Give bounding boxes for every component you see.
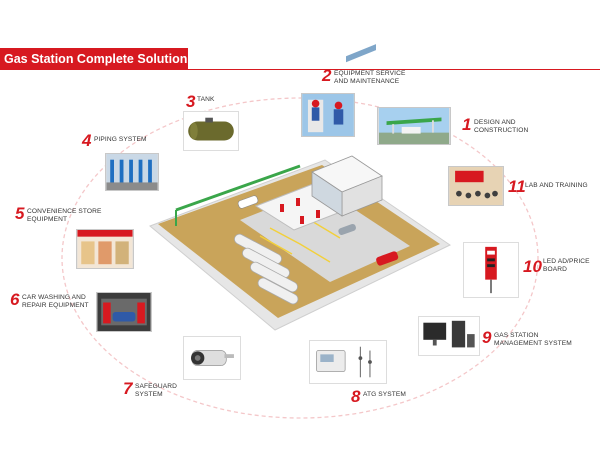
item-number-4: 4 (82, 131, 92, 150)
fuel-dispensers (280, 198, 320, 224)
atg-system-image (309, 340, 387, 384)
item-number-2: 2 (322, 66, 332, 85)
equipment-service-image (301, 93, 355, 137)
item-number-8: 8 (351, 387, 361, 406)
safeguard-camera-image (183, 336, 241, 380)
page-title: Gas Station Complete Solution (4, 52, 188, 66)
item-label-led-board: LED AD/PRICE BOARD (543, 258, 590, 273)
car-red (376, 251, 399, 266)
lab-training-image (448, 166, 504, 206)
item-label-atg-system: ATG SYSTEM (363, 391, 407, 398)
station-building (311, 44, 383, 217)
led-price-board-image (463, 242, 519, 298)
item-number-1: 1 (462, 115, 472, 134)
item-label-convenience-store: CONVENIENCE STORE EQUIPMENT (27, 208, 102, 223)
car-grey (338, 223, 356, 235)
item-label-piping-system: PIPING SYSTEM (94, 136, 147, 143)
management-system-image (418, 316, 480, 356)
car-white (237, 195, 259, 209)
item-label-management-system: GAS STATION MANAGEMENT SYSTEM (494, 332, 572, 347)
item-label-safeguard: SAFEGUARD SYSTEM (135, 383, 177, 398)
station-fence (175, 164, 301, 212)
item-number-5: 5 (15, 204, 25, 223)
design-construction-image (377, 107, 451, 145)
tank-image (183, 111, 239, 151)
item-label-equipment-service: EQUIPMENT SERVICE AND MAINTENANCE (334, 70, 406, 85)
underground-tanks (234, 233, 299, 305)
item-number-9: 9 (482, 328, 492, 347)
solution-ring (61, 97, 539, 419)
car-washing-image (96, 292, 152, 332)
item-label-design-construction: DESIGN AND CONSTRUCTION (474, 119, 529, 134)
header-divider (188, 69, 600, 70)
item-number-10: 10 (523, 257, 542, 276)
item-label-lab-training: LAB AND TRAINING (525, 182, 588, 189)
piping-system-image (105, 153, 159, 191)
header-banner: Gas Station Complete Solution (0, 48, 188, 70)
item-label-tank: TANK (197, 96, 215, 103)
convenience-store-image (76, 229, 134, 269)
item-number-6: 6 (10, 290, 20, 309)
item-label-car-washing: CAR WASHING AND REPAIR EQUIPMENT (22, 294, 89, 309)
item-number-3: 3 (186, 92, 196, 111)
item-number-11: 11 (508, 177, 526, 196)
item-number-7: 7 (123, 379, 133, 398)
